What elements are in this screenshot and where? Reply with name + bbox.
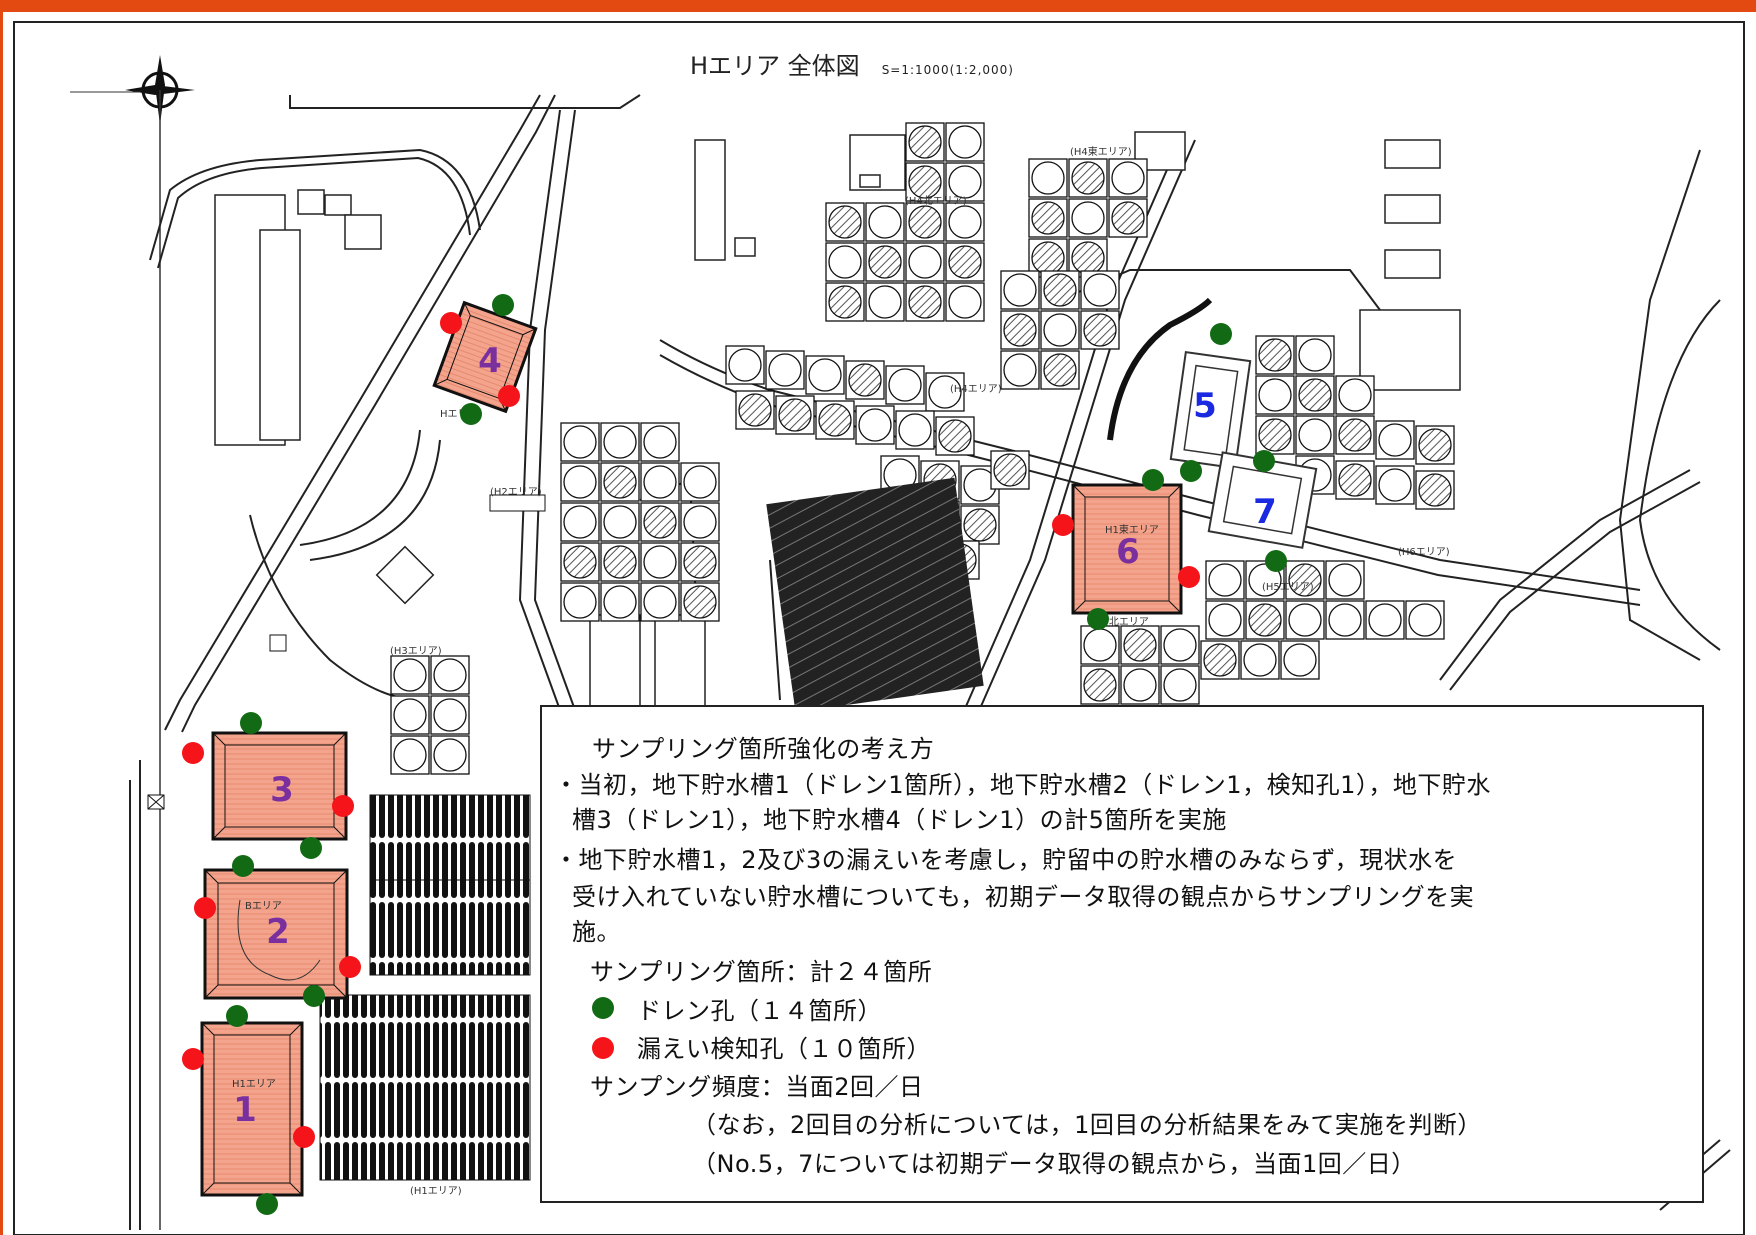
drain-hole-marker [300, 837, 322, 859]
drain-hole-marker [1087, 608, 1109, 630]
accent-bar [0, 0, 1756, 12]
tank-grid-h2 [560, 422, 720, 622]
area-label: (H2エリア) [490, 487, 542, 498]
drain-hole-marker [256, 1193, 278, 1215]
area-label: Hエリア [440, 409, 478, 420]
area-label: H5北エリア [1095, 617, 1149, 628]
storage-tank-1 [200, 1021, 304, 1197]
drain-hole-marker [232, 855, 254, 877]
tank-number-6: 6 [1116, 532, 1140, 572]
drain-hole-marker [460, 403, 482, 425]
drain-hole-marker [226, 1005, 248, 1027]
leak-detection-marker [1052, 514, 1074, 536]
leak-detection-marker [498, 385, 520, 407]
info-frequency: サンプング頻度：当面2回／日 [590, 1073, 924, 1101]
drain-hole-marker [1210, 323, 1232, 345]
legend-leak-label: 漏えい検知孔（１０箇所） [637, 1035, 931, 1063]
area-label: H1エリア [232, 1079, 276, 1090]
leak-detection-marker [194, 897, 216, 919]
area-label: H1東エリア [1105, 525, 1159, 536]
info-para1-line1: ・当初，地下貯水槽1（ドレン1箇所），地下貯水槽2（ドレン1，検知孔1），地下貯… [554, 771, 1491, 799]
tank-number-7: 7 [1253, 492, 1277, 532]
tank-number-1: 1 [233, 1090, 257, 1130]
leak-detection-marker [332, 795, 354, 817]
storage-tank-2 [203, 868, 349, 1000]
leak-detection-marker [293, 1126, 315, 1148]
legend-drain-icon [592, 997, 614, 1019]
compass-icon [70, 55, 195, 1230]
leak-detection-marker [182, 1048, 204, 1070]
info-para2-line3: 施。 [572, 918, 621, 946]
legend-drain-label: ドレン孔（１４箇所） [637, 997, 882, 1025]
accent-edge [0, 0, 3, 1235]
info-note2: （No.5，7については初期データ取得の観点から，当面1回／日） [692, 1150, 1416, 1178]
info-heading: サンプリング箇所強化の考え方 [592, 735, 935, 763]
drain-hole-marker [1180, 460, 1202, 482]
tank-number-5: 5 [1193, 386, 1217, 426]
area-label: (H3エリア) [390, 646, 442, 657]
drain-hole-marker [240, 712, 262, 734]
leak-detection-marker [339, 956, 361, 978]
area-label: Bエリア [245, 901, 282, 912]
leak-detection-marker [1178, 566, 1200, 588]
area-label: (H4東エリア) [1070, 147, 1132, 158]
info-para2-line1: ・地下貯水槽1，2及び3の漏えいを考慮し，貯留中の貯水槽のみならず，現状水を [554, 846, 1458, 874]
tank-number-2: 2 [266, 912, 290, 952]
tank-grid-h1 [390, 655, 470, 775]
storage-tank-6 [1071, 483, 1183, 615]
map-scale: S=1:1000(1:2,000) [881, 63, 1014, 77]
info-para2-line2: 受け入れていない貯水槽についても，初期データ取得の観点からサンプリングを実 [572, 883, 1475, 911]
tank-number-4: 4 [478, 341, 502, 381]
drain-hole-marker [1253, 450, 1275, 472]
legend-leak-icon [592, 1037, 614, 1059]
leak-detection-marker [440, 312, 462, 334]
leak-detection-marker [182, 742, 204, 764]
drain-hole-marker [1142, 469, 1164, 491]
map-title-text: Hエリア 全体図 [690, 52, 860, 80]
sampling-explanation-box: サンプリング箇所強化の考え方 ・当初，地下貯水槽1（ドレン1箇所），地下貯水槽2… [540, 705, 1704, 1203]
storage-tank-3 [211, 731, 348, 841]
area-label: (H4北エリア) [905, 196, 967, 207]
area-label: (H6エリア) [1398, 547, 1450, 558]
area-label: (H5エリア) [1262, 582, 1314, 593]
info-para1-line2: 槽3（ドレン1），地下貯水槽4（ドレン1）の計5箇所を実施 [572, 806, 1227, 834]
info-note1: （なお，2回目の分析については，1回目の分析結果をみて実施を判断） [692, 1111, 1482, 1139]
map-title: Hエリア 全体図 S=1:1000(1:2,000) [690, 46, 1014, 81]
info-points-total: サンプリング箇所：計２４箇所 [590, 958, 933, 986]
tank-number-3: 3 [270, 770, 294, 810]
drain-hole-marker [1265, 550, 1287, 572]
area-label: (H4エリア) [950, 384, 1002, 395]
drain-hole-marker [492, 294, 514, 316]
drain-hole-marker [303, 985, 325, 1007]
area-label: (H1エリア) [410, 1186, 462, 1197]
